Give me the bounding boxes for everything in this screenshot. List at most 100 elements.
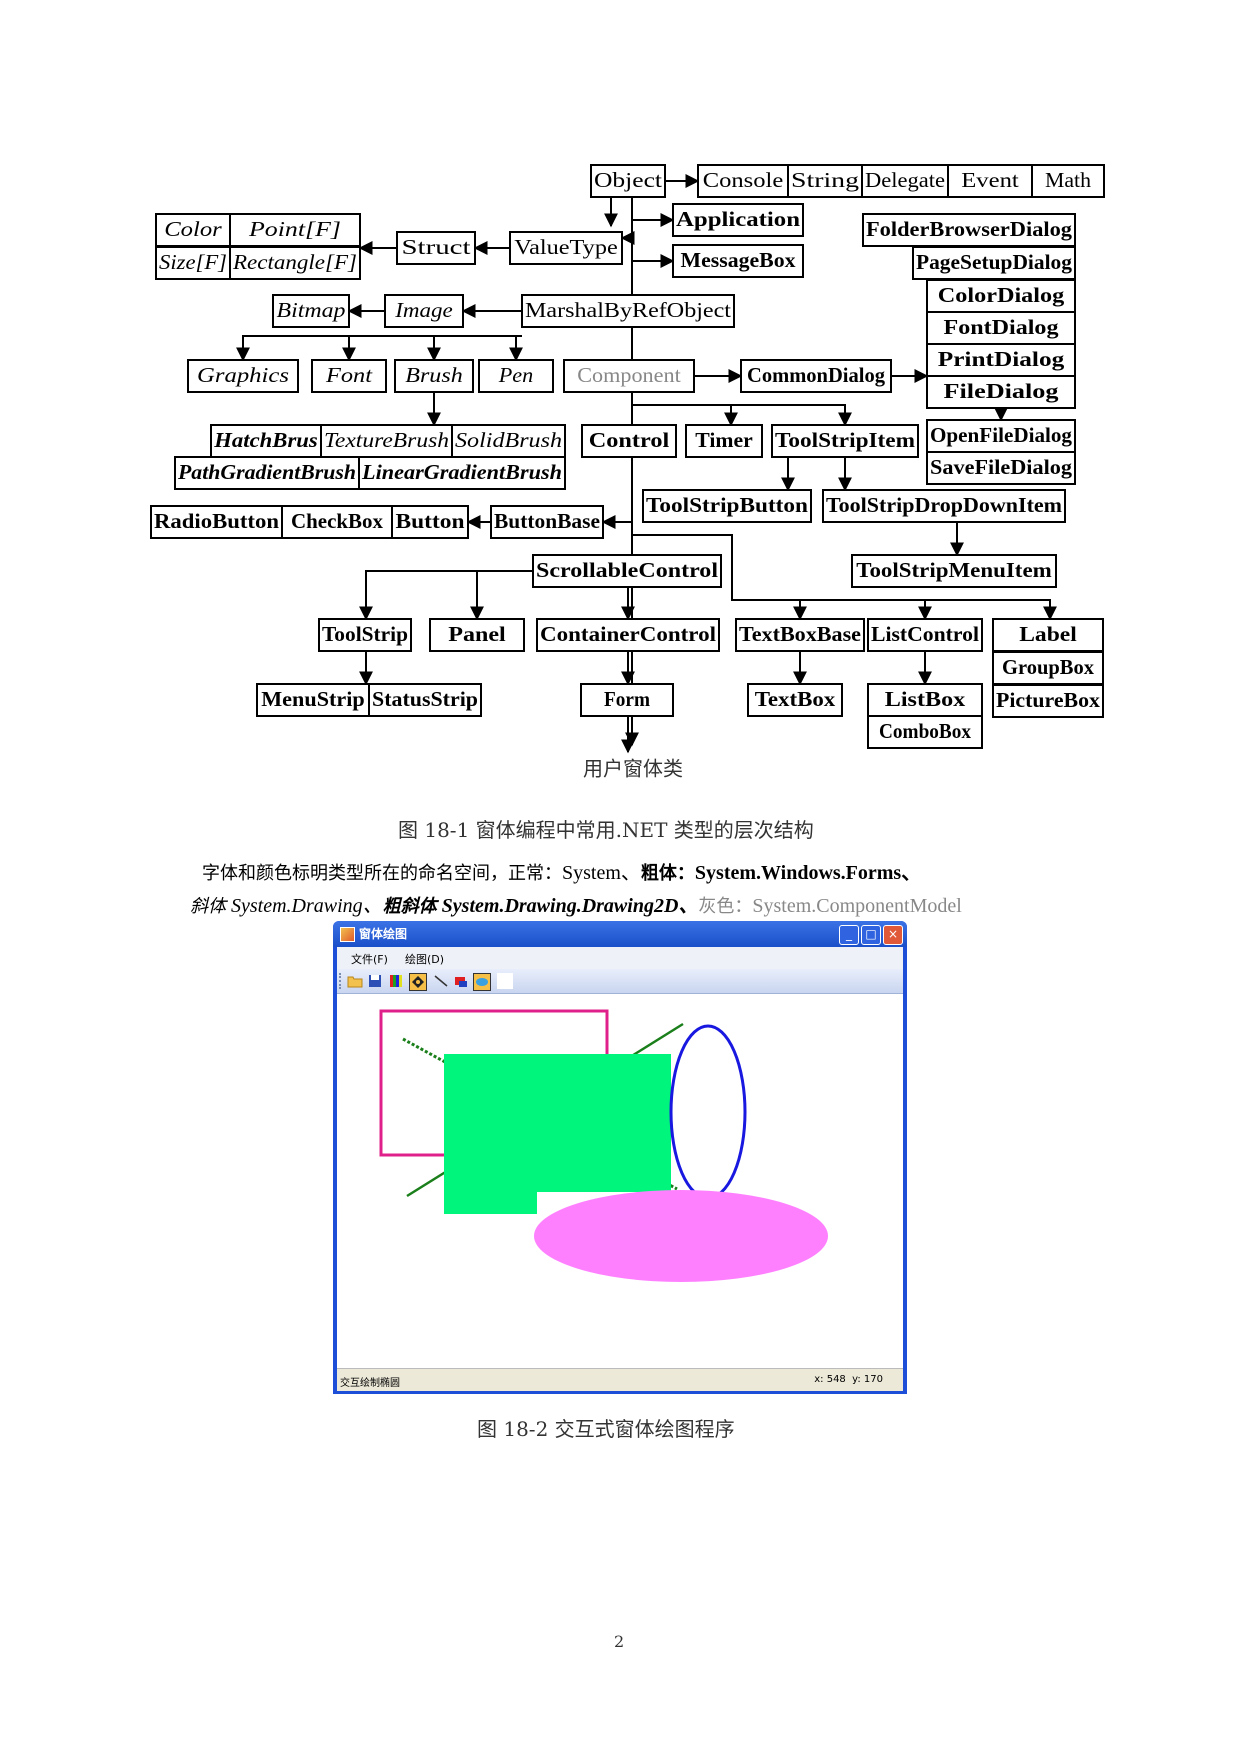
node-math: Math [1031, 164, 1105, 198]
toolbar-grip[interactable] [339, 973, 344, 989]
legend-gray-word: 灰色： [698, 896, 753, 917]
filled-ellipse [534, 1190, 828, 1282]
node-component: Component [563, 359, 695, 393]
node-label: TextBox [755, 687, 836, 711]
legend-intro: 字体和颜色标明类型所在的命名空间，正常： [202, 863, 562, 884]
node-string: String [787, 164, 863, 198]
node-list-control: ListControl [867, 618, 983, 652]
edge-arrow [236, 335, 522, 362]
node-box [272, 294, 350, 328]
node-form: Form [580, 683, 674, 717]
save-icon[interactable] [367, 973, 383, 989]
figure-caption-18-2: 图 18-2 交互式窗体绘图程序 [477, 1417, 735, 1441]
node-hatch-brush: HatchBrus [210, 424, 322, 458]
node-label: HatchBrus [213, 428, 318, 452]
node-box [536, 618, 720, 652]
node-save-file-dialog: SaveFileDialog [926, 451, 1076, 485]
node-box [318, 618, 412, 652]
node-timer: Timer [685, 424, 763, 458]
maximize-button[interactable]: □ [861, 925, 881, 945]
node-struct: Struct [396, 231, 476, 265]
node-label: Console [703, 168, 784, 192]
node-tool-strip-drop-down-item: ToolStripDropDownItem [822, 489, 1066, 523]
node-label: ListBox [885, 687, 966, 711]
menu-file[interactable]: 文件(F) [351, 953, 388, 966]
node-label: FolderBrowserDialog [866, 217, 1073, 241]
legend-line-1: 字体和颜色标明类型所在的命名空间，正常：System、粗体：System.Win… [202, 856, 921, 885]
node-tool-strip-menu-item: ToolStripMenuItem [851, 554, 1057, 588]
node-label: Point[F] [248, 217, 341, 241]
legend-italic-word: 斜体 [190, 896, 226, 917]
node-label: PictureBox [996, 688, 1101, 712]
node-box [174, 456, 360, 490]
node-label: FontDialog [944, 315, 1060, 339]
node-radio-button: RadioButton [150, 505, 283, 539]
node-box [229, 213, 361, 247]
node-box [672, 244, 804, 278]
legend-bold-ns: System.Windows.Forms、 [694, 862, 922, 884]
node-color: Color [155, 213, 231, 247]
edge-arrow [359, 570, 533, 621]
line-tool-icon[interactable] [433, 973, 449, 989]
open-folder-icon[interactable] [347, 973, 363, 989]
node-combo-box: ComboBox [867, 715, 983, 749]
node-solid-brush: SolidBrush [451, 424, 566, 458]
status-y-value: 170 [863, 1374, 883, 1385]
node-label: Label [1019, 622, 1077, 646]
node-box [521, 294, 735, 328]
node-box [740, 359, 892, 393]
close-button[interactable]: × [883, 925, 903, 945]
minimize-button[interactable]: _ [839, 925, 859, 945]
node-box [384, 294, 464, 328]
blank-tool-icon[interactable] [497, 973, 513, 989]
node-box [926, 375, 1076, 409]
node-label: Brush [405, 363, 463, 387]
node-label: CheckBox [291, 509, 383, 533]
figure-caption-18-1: 图 18-1 窗体编程中常用.NET 类型的层次结构 [398, 818, 814, 842]
legend-gray-ns: System.ComponentModel [752, 895, 962, 917]
node-scrollable-control: ScrollableControl [532, 554, 722, 588]
node-size-f: Size[F] [155, 246, 231, 280]
node-box [771, 424, 919, 458]
node-text-box: TextBox [747, 683, 843, 717]
color-palette-icon[interactable] [389, 973, 405, 989]
node-label: OpenFileDialog [930, 423, 1072, 447]
node-label: Graphics [197, 363, 289, 387]
legend-normal-ns: System、 [562, 862, 641, 884]
node-box [391, 505, 469, 539]
node-label: ComboBox [879, 719, 971, 743]
rectangle-tool-icon[interactable] [453, 973, 469, 989]
node-label: GroupBox [1002, 655, 1094, 679]
node-box [735, 618, 865, 652]
node-box [396, 231, 476, 265]
node-tool-strip-button: ToolStripButton [642, 489, 812, 523]
node-label: TextBoxBase [739, 622, 861, 646]
ellipse-tool-icon[interactable] [473, 973, 491, 991]
status-y-label: y: [852, 1374, 861, 1385]
fill-mode-icon[interactable] [409, 973, 427, 991]
node-box [992, 651, 1104, 685]
node-group-box: GroupBox [992, 651, 1104, 685]
page-number: 2 [614, 1632, 625, 1651]
node-label: RadioButton [154, 509, 279, 533]
node-box [478, 359, 554, 393]
drawing-canvas[interactable] [337, 994, 903, 1368]
node-label: PrintDialog [938, 347, 1065, 371]
node-box [532, 554, 722, 588]
node-button-base: ButtonBase [490, 505, 604, 539]
title-bar[interactable]: 窗体绘图 _ □ × [333, 921, 907, 947]
app-icon [340, 927, 355, 942]
node-label: ListControl [871, 622, 979, 646]
legend-bolditalic-word: 粗斜体 [382, 896, 437, 917]
toolbar [337, 969, 903, 994]
node-label: Delegate [865, 168, 945, 192]
node-box [926, 451, 1076, 485]
node-label: Image [394, 298, 453, 322]
node-box [851, 554, 1057, 588]
menu-draw[interactable]: 绘图(D) [405, 953, 445, 966]
node-label: Color [164, 217, 222, 241]
node-folder-browser-dialog: FolderBrowserDialog [862, 213, 1076, 247]
node-box [155, 246, 231, 280]
node-label: Event [961, 168, 1019, 192]
